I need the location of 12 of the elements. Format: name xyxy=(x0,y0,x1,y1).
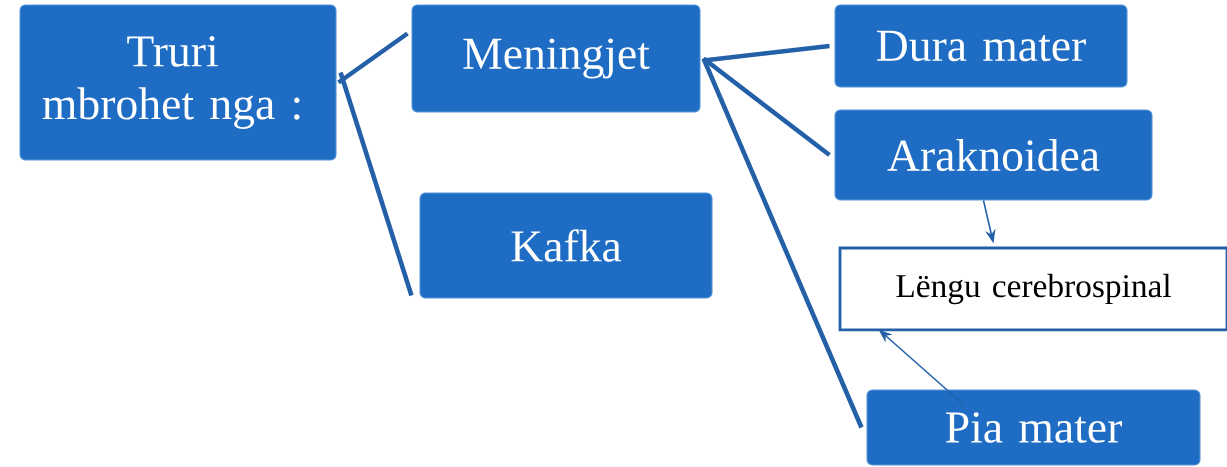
connector-line xyxy=(338,71,414,297)
label-box: Lëngu cerebrospinal xyxy=(838,246,1227,332)
connector-line xyxy=(701,57,864,429)
connector-line xyxy=(337,31,409,85)
process-box: Dura mater xyxy=(834,4,1128,88)
process-box: Truri mbrohet nga : xyxy=(19,4,337,161)
connector-line xyxy=(702,56,831,157)
process-box: Araknoidea xyxy=(834,109,1153,201)
connector-line xyxy=(703,43,830,63)
process-box: Pia mater xyxy=(866,389,1201,466)
process-box: Kafka xyxy=(419,192,713,299)
process-box: Meningjet xyxy=(411,4,701,113)
